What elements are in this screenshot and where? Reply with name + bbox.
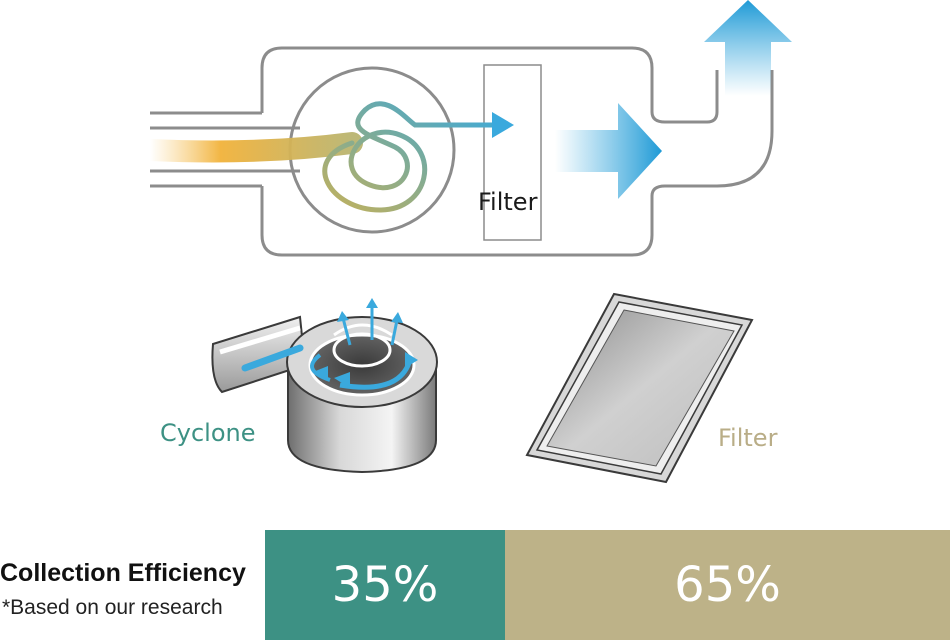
collection-efficiency-title: Collection Efficiency <box>0 559 246 587</box>
cyclone-spiral-flow <box>322 101 498 213</box>
flow-arrowhead <box>492 112 514 138</box>
cyclone-illustration <box>211 298 438 474</box>
intake-flow <box>139 132 363 163</box>
filter-box-label: Filter <box>478 188 538 216</box>
filter-efficiency-value: 65% <box>674 557 781 613</box>
cyclone-efficiency-bar: 35% <box>265 530 505 640</box>
cyclone-label: Cyclone <box>160 419 256 447</box>
filter-efficiency-bar: 65% <box>505 530 950 640</box>
filter-label: Filter <box>718 424 778 452</box>
outflow-arrow <box>555 103 662 199</box>
exhaust-arrow <box>704 0 792 96</box>
filter-box <box>483 64 542 241</box>
research-note: *Based on our research <box>2 596 223 619</box>
filter-pad-illustration <box>525 292 754 484</box>
cyclone-efficiency-value: 35% <box>331 557 439 613</box>
